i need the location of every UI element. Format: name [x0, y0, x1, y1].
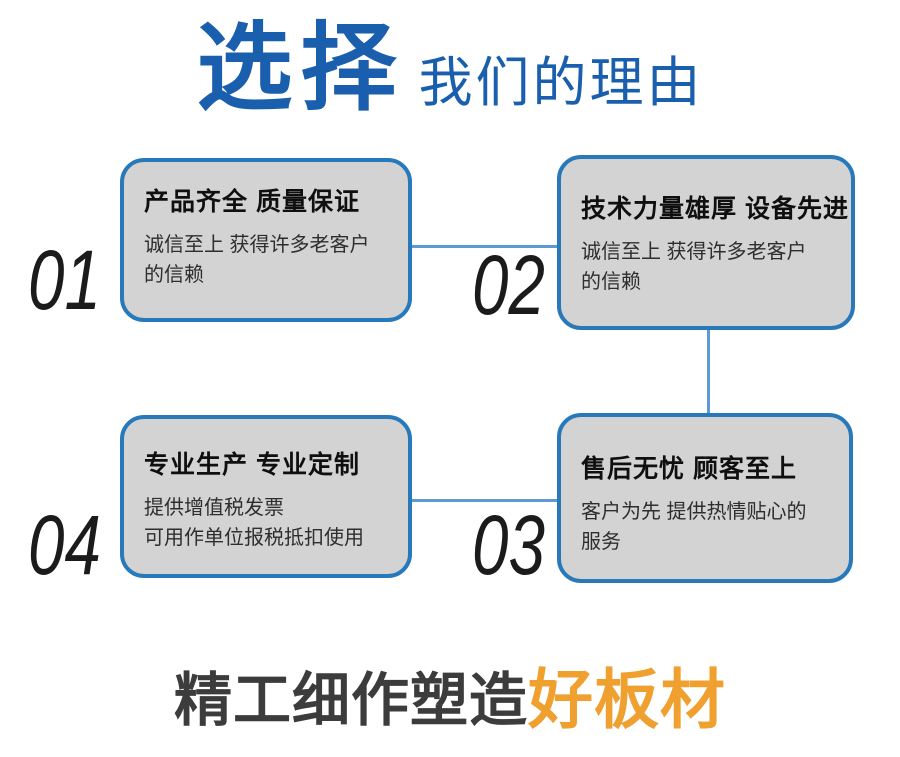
reason-card-title: 售后无忧 顾客至上	[581, 455, 797, 483]
reason-card-body: 诚信至上 获得许多老客户 的信赖	[144, 234, 370, 286]
connector-line-top	[412, 245, 557, 248]
connector-line-vertical	[707, 329, 710, 415]
reason-card-04: 专业生产 专业定制 提供增值税发票 可用作单位报税抵扣使用	[120, 415, 412, 578]
page-title: 选择 我们的理由	[0, 18, 900, 120]
reason-number-04: 04	[28, 498, 101, 592]
reason-card-title: 技术力量雄厚 设备先进	[581, 195, 849, 223]
footer-tagline-accent: 好板材	[528, 663, 727, 736]
reason-card-body: 客户为先 提供热情贴心的 服务	[581, 501, 807, 553]
reason-card-02: 技术力量雄厚 设备先进 诚信至上 获得许多老客户 的信赖	[557, 155, 855, 330]
reason-number-02: 02	[472, 238, 545, 332]
reason-card-01: 产品齐全 质量保证 诚信至上 获得许多老客户 的信赖	[120, 158, 412, 322]
reason-number-03: 03	[472, 498, 545, 592]
reason-card-body: 提供增值税发票 可用作单位报税抵扣使用	[144, 497, 364, 549]
connector-line-bottom	[412, 499, 557, 502]
reason-number-01: 01	[28, 233, 101, 327]
reason-card-body: 诚信至上 获得许多老客户 的信赖	[581, 241, 807, 293]
reason-card-title: 专业生产 专业定制	[144, 451, 360, 479]
reason-card-03: 售后无忧 顾客至上 客户为先 提供热情贴心的 服务	[557, 413, 853, 583]
footer-tagline-dark: 精工细作塑造	[173, 668, 528, 734]
footer-tagline: 精工细作塑造 好板材	[0, 662, 900, 739]
page-title-emphasis: 选择	[196, 15, 405, 122]
reason-card-title: 产品齐全 质量保证	[144, 188, 360, 216]
page-title-rest: 我们的理由	[418, 52, 704, 113]
